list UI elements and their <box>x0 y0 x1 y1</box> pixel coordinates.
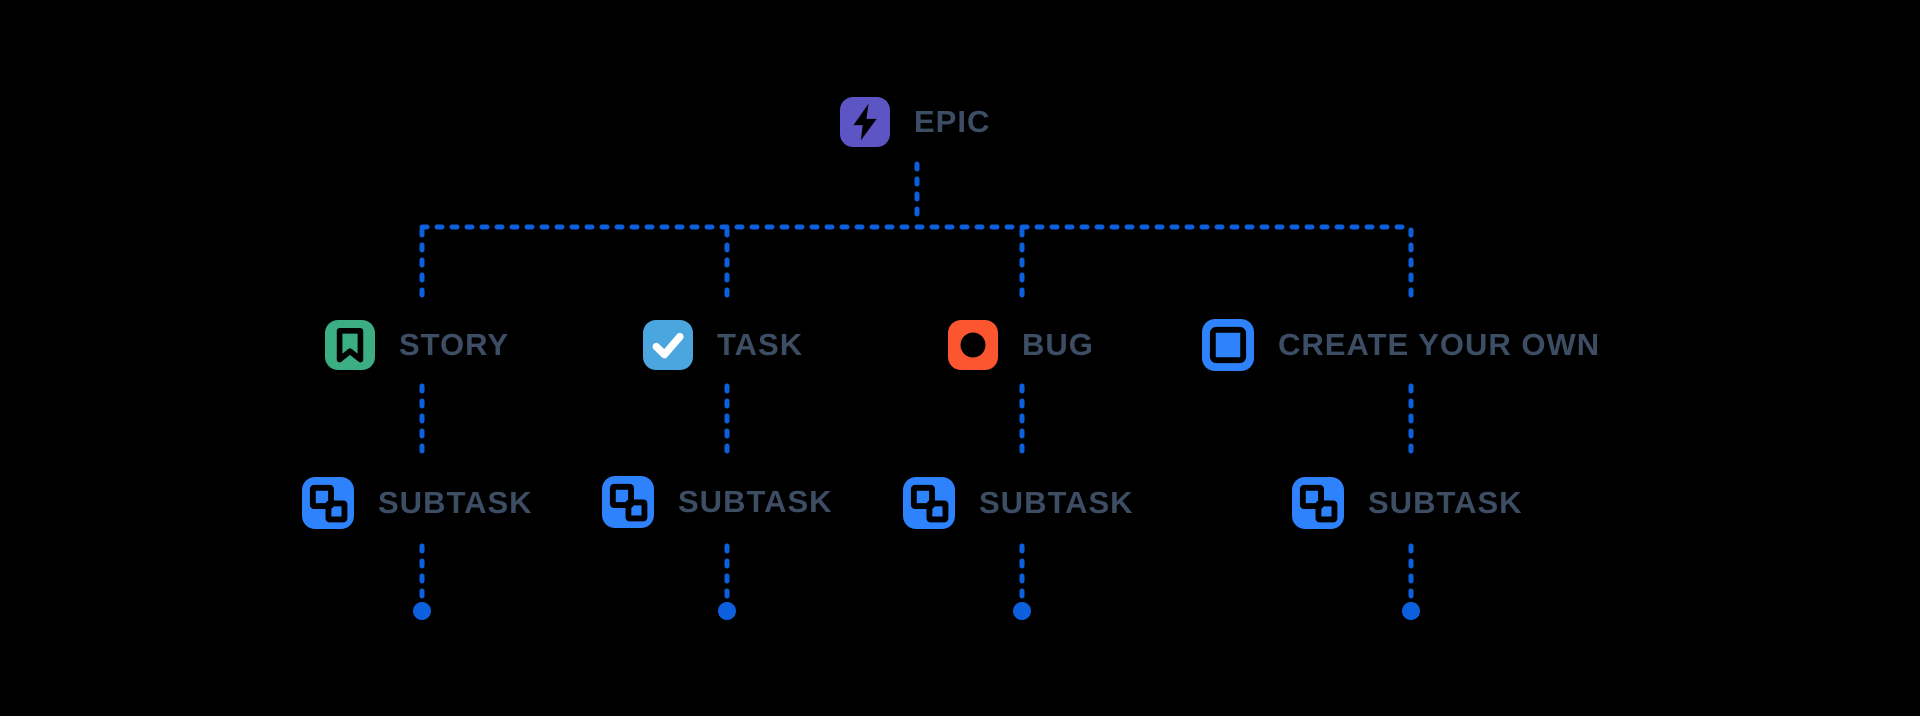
subtask-icon <box>602 476 654 528</box>
task-endpoint-dot <box>718 602 736 620</box>
create-your-own-square-icon <box>1202 319 1254 371</box>
bug-endpoint-dot <box>1013 602 1031 620</box>
subtask-label: SUBTASK <box>979 485 1134 520</box>
task-label: TASK <box>717 327 804 362</box>
subtask-node-story: SUBTASK <box>302 477 533 529</box>
create-your-own-label: CREATE YOUR OWN <box>1278 327 1601 362</box>
subtask-icon <box>903 477 955 529</box>
story-node: STORY <box>325 320 509 370</box>
epic-node: EPIC <box>840 97 990 147</box>
bug-circle-icon <box>948 320 998 370</box>
task-node: TASK <box>643 320 803 370</box>
subtask-label: SUBTASK <box>1368 485 1523 520</box>
subtask-icon <box>302 477 354 529</box>
story-bookmark-icon <box>325 320 375 370</box>
subtask-node-bug: SUBTASK <box>903 477 1134 529</box>
subtask-label: SUBTASK <box>678 484 833 519</box>
bug-node: BUG <box>948 320 1094 370</box>
story-endpoint-dot <box>413 602 431 620</box>
epic-lightning-icon <box>840 97 890 147</box>
subtask-icon <box>1292 477 1344 529</box>
story-label: STORY <box>399 327 510 362</box>
subtask-node-create: SUBTASK <box>1292 477 1523 529</box>
epic-label: EPIC <box>914 104 991 139</box>
create-endpoint-dot <box>1402 602 1420 620</box>
subtask-label: SUBTASK <box>378 485 533 520</box>
subtask-node-task: SUBTASK <box>602 476 833 528</box>
task-checkmark-icon <box>643 320 693 370</box>
bug-label: BUG <box>1022 327 1094 362</box>
create-your-own-node: CREATE YOUR OWN <box>1202 319 1600 371</box>
